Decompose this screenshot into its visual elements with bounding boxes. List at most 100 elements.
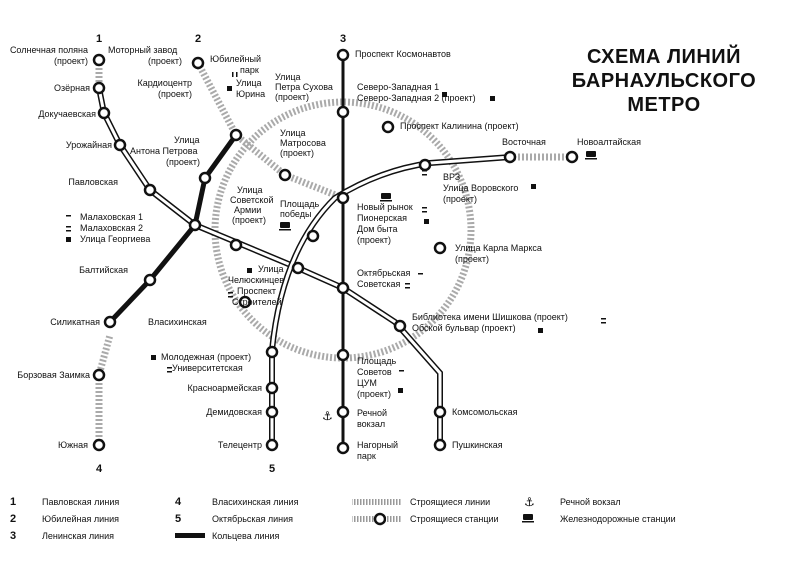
line-2-construction — [194, 61, 345, 202]
station-label: Улица — [280, 128, 306, 138]
station-marker[interactable] — [336, 348, 350, 362]
station-marker[interactable] — [265, 438, 279, 452]
status-dash-icon — [422, 211, 427, 213]
status-square-icon — [424, 219, 429, 224]
station-marker[interactable] — [565, 150, 579, 164]
station-marker[interactable] — [265, 381, 279, 395]
station-marker[interactable] — [198, 171, 212, 185]
station-marker[interactable] — [381, 120, 395, 134]
station-marker[interactable] — [336, 48, 350, 62]
station-marker[interactable] — [291, 261, 305, 275]
station-label: Октябрьская — [357, 268, 411, 278]
station-label: Северо-Западная 2 (проект) — [357, 93, 476, 103]
station-label: Улица Карла Маркса — [455, 243, 542, 253]
legend-construction-station-swatch — [352, 516, 374, 522]
station-label: Власихинская — [148, 317, 207, 327]
legend-railway-stations: Железнодорожные станции — [560, 514, 676, 524]
status-dash-icon — [232, 72, 234, 77]
station-marker[interactable] — [336, 105, 350, 119]
status-dash-icon — [418, 273, 423, 275]
station-label: Челюскинцев — [228, 275, 284, 285]
title-line-2: БАРНАУЛЬСКОГО — [572, 70, 756, 92]
station-marker[interactable] — [336, 281, 350, 295]
station-marker[interactable] — [103, 315, 117, 329]
station-label: Площадь — [357, 356, 396, 366]
station-marker[interactable] — [433, 405, 447, 419]
station-marker[interactable] — [143, 273, 157, 287]
station-label: (проект) — [158, 89, 192, 99]
status-square-icon — [398, 388, 403, 393]
title-line-3: МЕТРО — [627, 94, 700, 116]
station-marker[interactable] — [92, 81, 106, 95]
train-icon — [279, 222, 291, 231]
station-label: Южная — [58, 440, 88, 450]
train-icon — [522, 514, 534, 523]
station-marker[interactable] — [238, 295, 252, 309]
station-marker[interactable] — [433, 438, 447, 452]
station-marker[interactable] — [336, 405, 350, 419]
station-label: Восточная — [502, 137, 546, 147]
station-marker[interactable] — [188, 218, 202, 232]
station-label: Юбилейный — [210, 54, 261, 64]
station-marker[interactable] — [336, 441, 350, 455]
station-marker[interactable] — [143, 183, 157, 197]
legend-construction-lines: Строящиеся линии — [410, 497, 490, 507]
station-marker[interactable] — [113, 138, 127, 152]
legend-line-name: Юбилейная линия — [42, 514, 119, 524]
station-marker[interactable] — [229, 128, 243, 142]
legend-line-name: Павловская линия — [42, 497, 119, 507]
station-marker[interactable] — [278, 168, 292, 182]
svg-text:Кардиоцентр(проект): Кардиоцентр(проект) — [138, 78, 193, 99]
station-marker[interactable] — [229, 238, 243, 252]
station-label: Борзовая Заимка — [17, 370, 90, 380]
legend-line-name: Октябрьская линия — [212, 514, 293, 524]
station-label: Советской — [230, 195, 273, 205]
station-marker[interactable] — [92, 368, 106, 382]
station-marker[interactable] — [503, 150, 517, 164]
line-number-2: 2 — [195, 33, 201, 45]
station-label: Солнечная поляна — [10, 45, 88, 55]
station-label: (проект) — [357, 389, 391, 399]
legend-line-name: Власихинская линия — [212, 497, 299, 507]
station-label: Библиотека имени Шишкова (проект) — [412, 312, 568, 322]
station-marker[interactable] — [433, 241, 447, 255]
station-marker[interactable] — [92, 53, 106, 67]
anchor-icon: ⚓ — [322, 409, 333, 423]
station-marker[interactable] — [393, 319, 407, 333]
station-marker[interactable] — [191, 56, 205, 70]
station-label: Новый рынок — [357, 202, 413, 212]
station-marker[interactable] — [306, 229, 320, 243]
station-label: Нагорный — [357, 440, 398, 450]
station-label: Кардиоцентр — [138, 78, 193, 88]
station-labels: Солнечная поляна(проект) Моторный завод(… — [10, 45, 641, 461]
status-square-icon — [66, 237, 71, 242]
line-5-inner — [270, 155, 511, 445]
station-label: (проект) — [280, 148, 314, 158]
station-label: Обской бульвар (проект) — [412, 323, 516, 333]
station-marker[interactable] — [92, 438, 106, 452]
svg-text:Улица Карла Маркса(проект): Улица Карла Маркса(проект) — [455, 243, 542, 264]
station-marker[interactable] — [265, 405, 279, 419]
status-dash-icon — [228, 296, 233, 298]
station-marker[interactable] — [336, 191, 350, 205]
station-label: Дом быта — [357, 224, 398, 234]
station-marker[interactable] — [418, 158, 432, 172]
legend-line-name: Ленинская линия — [42, 531, 114, 541]
station-label: парк — [240, 65, 259, 75]
status-dash-icon — [236, 72, 238, 77]
station-label: вокзал — [357, 419, 385, 429]
station-label: Проспект Калинина (проект) — [400, 121, 519, 131]
station-label: Пионерская — [357, 213, 407, 223]
train-icon — [380, 193, 392, 202]
line-number-3: 3 — [340, 33, 346, 45]
station-marker[interactable] — [265, 345, 279, 359]
station-label: Малаховская 1 — [80, 212, 143, 222]
station-marker[interactable] — [97, 106, 111, 120]
